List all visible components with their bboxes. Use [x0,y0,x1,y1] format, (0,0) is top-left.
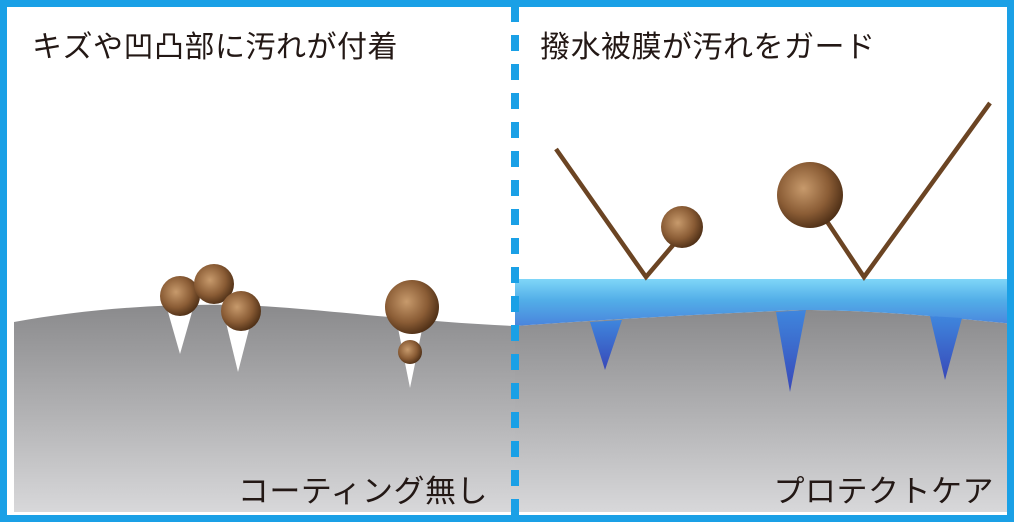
dirt-particle [160,276,200,316]
coating-pit-2 [776,310,806,392]
coating-layer [515,279,1014,326]
right-surface [515,310,1014,512]
dirt-particle [777,162,843,228]
right-panel-caption: プロテクトケア [773,474,994,510]
dirt-particle [194,264,234,304]
coating-pit-3 [930,316,962,380]
left-surface [14,304,515,512]
left-panel-caption: コーティング無し [237,474,488,510]
repel-path-1 [554,147,676,281]
repel-path-2 [820,101,992,281]
dirt-particle [221,291,261,331]
coating-pit-1 [590,320,622,370]
left-panel-heading: キズや凹凸部に汚れが付着 [32,30,398,65]
dirt-particle [661,206,703,248]
dirt-particle [385,280,439,334]
right-panel-heading: 撥水被膜が汚れをガード [540,30,876,65]
dirt-particle [398,340,422,364]
left-crack-1 [166,305,194,354]
